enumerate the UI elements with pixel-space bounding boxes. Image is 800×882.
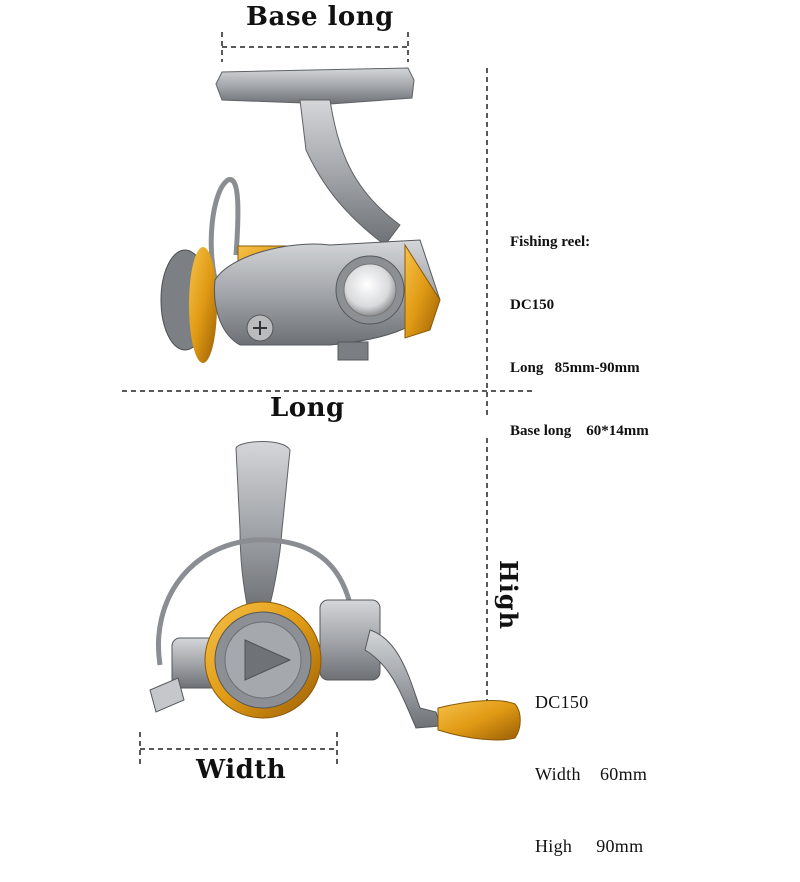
base-long-label: Base long — [246, 2, 394, 32]
long-label: Long — [270, 393, 345, 423]
spec-top-base-long: Base long 60*14mm — [510, 423, 649, 439]
spec-top-title: Fishing reel: — [510, 234, 591, 250]
spec-bottom-width: Width 60mm — [535, 764, 648, 784]
spec-top-block: Fishing reel: DC150 Long 85mm-90mm Base … — [510, 190, 649, 463]
width-label: Width — [196, 755, 287, 785]
dimension-lines — [122, 32, 536, 764]
reel-front-view-image — [149, 441, 521, 741]
reel-side-view-image — [160, 67, 441, 363]
spec-bottom-high: High 90mm — [535, 836, 644, 856]
spec-bottom-model: DC150 — [535, 692, 589, 712]
high-label: High — [494, 560, 523, 631]
spec-top-long: Long 85mm-90mm — [510, 360, 640, 376]
spec-top-model: DC150 — [510, 297, 555, 313]
spec-bottom-block: DC150 Width 60mm High 90mm — [535, 642, 647, 882]
